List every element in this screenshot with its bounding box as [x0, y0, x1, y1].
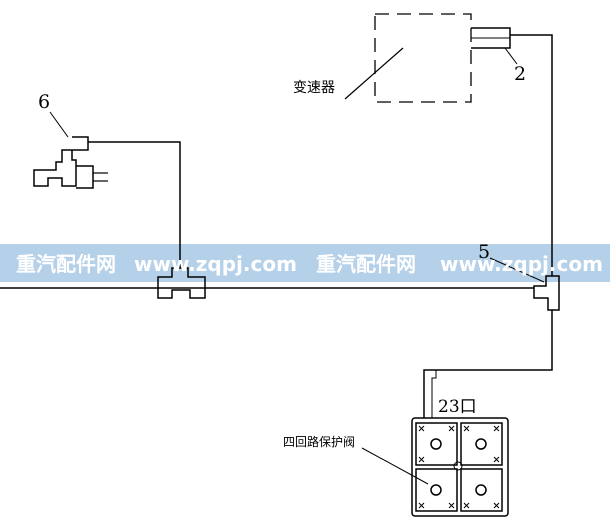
- fitting-6: [33, 136, 89, 187]
- protection-valve-bolts: [418, 425, 500, 509]
- tee-5: [533, 275, 560, 311]
- watermark-url-2: www.zqpj.com: [440, 252, 603, 276]
- protection-valve-leader: [361, 447, 429, 485]
- watermark-band: [0, 244, 610, 282]
- tee-5-leader: [489, 257, 545, 283]
- label-protection-valve: 四回路保护阀: [283, 434, 355, 449]
- pipe-to-valve-elbow: [431, 370, 437, 418]
- pipe-transmission: [510, 34, 553, 276]
- protection-valve-body: [411, 417, 509, 517]
- watermark-text-1: 重汽配件网: [16, 252, 116, 276]
- transmission-box: [374, 13, 472, 103]
- label-part-6: 6: [38, 91, 50, 113]
- fitting-2-leader: [504, 47, 518, 65]
- pipe-to-valve: [423, 310, 553, 418]
- pipe-fitting-6: [88, 141, 181, 268]
- label-part-2: 2: [514, 63, 526, 85]
- watermark-url-1: www.zqpj.com: [134, 252, 297, 276]
- label-part-5: 5: [478, 241, 490, 263]
- transmission-leader: [344, 47, 404, 100]
- watermark-text-2: 重汽配件网: [316, 252, 416, 276]
- tee-left: [157, 267, 206, 299]
- fitting-6-leader: [49, 111, 69, 138]
- label-port-23: 23口: [438, 397, 477, 417]
- fitting-6-outlet: [76, 165, 94, 189]
- label-transmission: 变速器: [293, 80, 335, 96]
